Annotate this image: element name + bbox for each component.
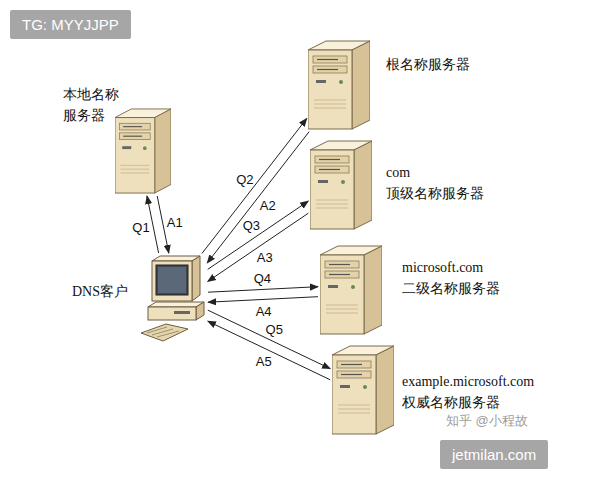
node-label: microsoft.com 二级名称服务器 (402, 257, 520, 299)
node-label: example.microsoft.com 权威名称服务器 (402, 371, 572, 413)
node-label: DNS客户 (72, 281, 136, 302)
server-node: 根名称服务器 (308, 40, 370, 130)
node-label: 本地名称 服务器 (63, 84, 127, 126)
server-icon (115, 108, 171, 194)
step-label: Q4 (254, 270, 271, 285)
node-label: com 顶级名称服务器 (386, 162, 498, 204)
watermark-site: jetmilan.com (440, 440, 548, 469)
message-arrow (202, 118, 307, 253)
client-node: DNS客户 (140, 255, 206, 343)
message-arrow (208, 287, 318, 293)
message-arrow (207, 132, 309, 263)
server-icon (332, 345, 394, 435)
step-label: A2 (260, 197, 276, 212)
step-label: Q1 (132, 219, 149, 234)
step-label: A5 (256, 354, 272, 369)
step-label: A3 (257, 250, 273, 265)
watermark-tag: TG: MYYJJPP (10, 10, 131, 39)
message-arrow (208, 321, 330, 380)
server-node: example.microsoft.com 权威名称服务器 (332, 345, 394, 435)
message-arrow (208, 201, 309, 269)
step-label: A4 (256, 304, 272, 319)
step-label: Q3 (243, 218, 260, 233)
server-icon (308, 40, 370, 130)
step-label: Q5 (266, 321, 283, 336)
message-arrow (208, 297, 318, 303)
step-label: A1 (167, 215, 183, 230)
server-node: com 顶级名称服务器 (310, 140, 372, 230)
step-label: Q2 (236, 171, 253, 186)
server-icon (320, 245, 382, 335)
server-node: microsoft.com 二级名称服务器 (320, 245, 382, 335)
computer-icon (140, 255, 206, 343)
server-icon (310, 140, 372, 230)
node-label: 根名称服务器 (386, 54, 516, 75)
server-node: 本地名称 服务器 (115, 108, 171, 194)
watermark: 知乎 @小程故 (446, 412, 528, 430)
